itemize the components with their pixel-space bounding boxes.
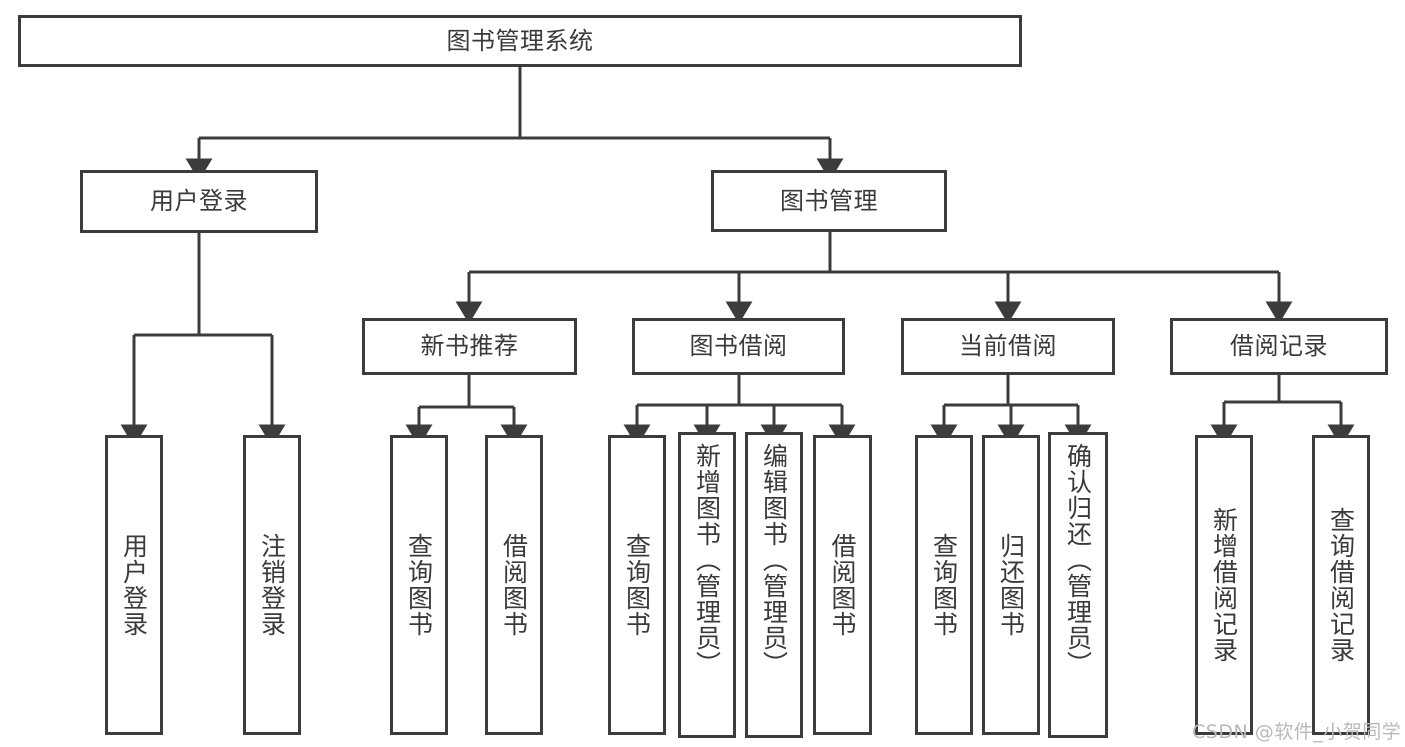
leaf-br-add-record-label: 新增借阅记录 [1209, 507, 1239, 663]
leaf-bb-borrow-book-label: 借阅图书 [828, 533, 857, 637]
leaf-cb-confirm-return-label: 确认归还（管理员） [1063, 443, 1093, 677]
node-root[interactable]: 图书管理系统 [18, 15, 1022, 67]
node-new-book-recommend-label: 新书推荐 [420, 332, 519, 361]
node-borrow-record-label: 借阅记录 [1230, 332, 1328, 361]
node-borrow-record[interactable]: 借阅记录 [1170, 318, 1388, 375]
node-book-borrow[interactable]: 图书借阅 [632, 318, 845, 375]
leaf-bb-query-book-label: 查询图书 [622, 533, 652, 637]
leaf-cb-return-book-label: 归还图书 [996, 533, 1026, 637]
leaf-bb-edit-book-label: 编辑图书（管理员） [759, 443, 789, 677]
leaf-bb-add-book-label: 新增图书（管理员） [692, 443, 722, 677]
node-book-borrow-label: 图书借阅 [689, 332, 788, 361]
node-root-label: 图书管理系统 [446, 26, 594, 55]
leaf-br-query-record[interactable]: 查询借阅记录 [1312, 435, 1370, 735]
leaf-nb-query-book-label: 查询图书 [404, 533, 434, 637]
node-current-borrow-label: 当前借阅 [959, 332, 1057, 361]
leaf-bb-query-book[interactable]: 查询图书 [608, 435, 666, 735]
csdn-watermark: CSDN @软件_小贺同学 [1192, 721, 1402, 743]
node-book-manage[interactable]: 图书管理 [711, 170, 947, 232]
leaf-bb-edit-book[interactable]: 编辑图书（管理员） [745, 432, 803, 738]
leaf-cb-query-book-label: 查询图书 [929, 533, 959, 637]
leaf-bb-add-book[interactable]: 新增图书（管理员） [678, 432, 736, 738]
leaf-nb-query-book[interactable]: 查询图书 [390, 435, 448, 735]
leaf-cb-query-book[interactable]: 查询图书 [915, 435, 973, 735]
leaf-nb-borrow-book-label: 借阅图书 [499, 533, 529, 637]
leaf-logout-label: 注销登录 [257, 533, 287, 637]
leaf-user-login[interactable]: 用户登录 [105, 435, 163, 735]
leaf-logout[interactable]: 注销登录 [243, 435, 301, 735]
leaf-user-login-label: 用户登录 [119, 533, 149, 637]
leaf-nb-borrow-book[interactable]: 借阅图书 [485, 435, 543, 735]
leaf-br-add-record[interactable]: 新增借阅记录 [1195, 435, 1253, 735]
node-current-borrow[interactable]: 当前借阅 [901, 318, 1115, 375]
leaf-cb-return-book[interactable]: 归还图书 [982, 435, 1040, 735]
leaf-br-query-record-label: 查询借阅记录 [1326, 507, 1356, 663]
node-user-login-label: 用户登录 [150, 187, 248, 216]
leaf-cb-confirm-return[interactable]: 确认归还（管理员） [1048, 432, 1108, 738]
node-new-book-recommend[interactable]: 新书推荐 [362, 318, 577, 375]
leaf-bb-borrow-book[interactable]: 借阅图书 [813, 435, 872, 735]
node-book-manage-label: 图书管理 [780, 186, 878, 215]
node-user-login[interactable]: 用户登录 [80, 170, 318, 233]
